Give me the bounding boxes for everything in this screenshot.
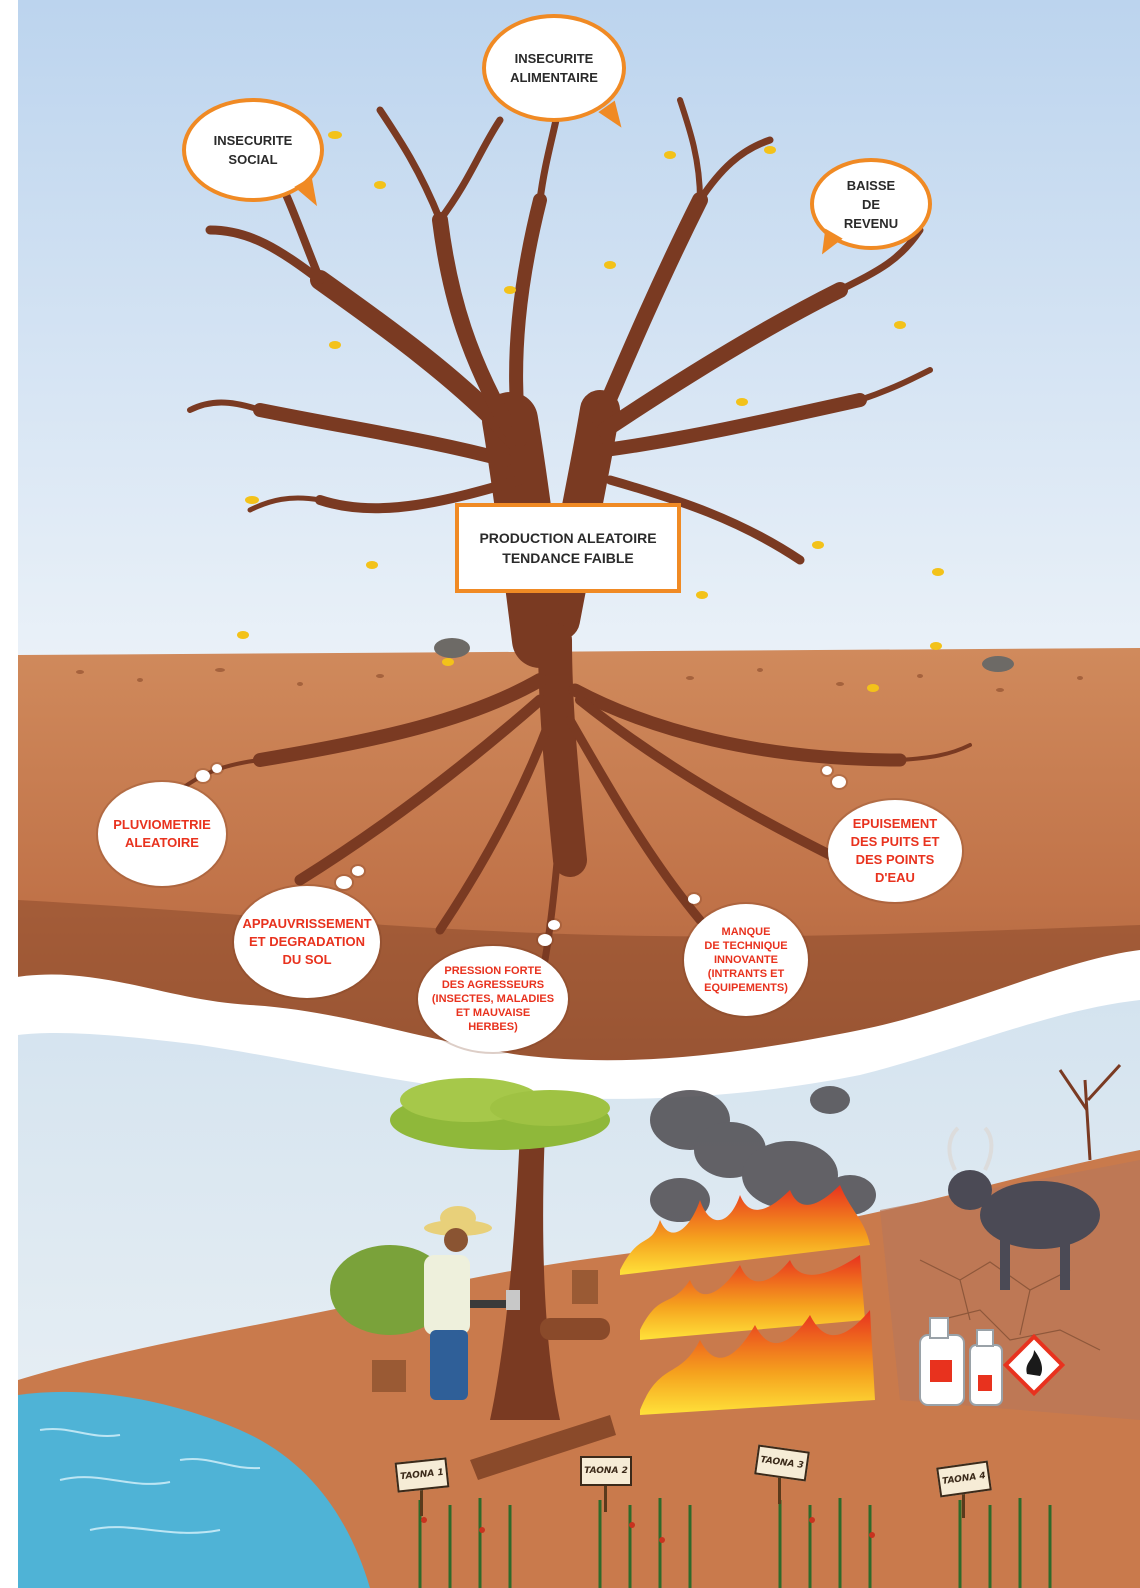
- river-ripples: [39, 1428, 261, 1534]
- plot-sign-2-label: TAONA 2: [584, 1466, 628, 1476]
- rock: [982, 656, 1014, 672]
- sign-post: [420, 1488, 423, 1516]
- falling-leaves: [237, 131, 944, 692]
- plot-sign-3-label: TAONA 3: [759, 1455, 805, 1471]
- thought-puff: [548, 920, 560, 930]
- sign-post: [604, 1484, 607, 1512]
- cause-pests-text: PRESSION FORTE DES AGRESSEURS (INSECTES,…: [431, 965, 555, 1033]
- central-problem-box: PRODUCTION ALEATOIRE TENDANCE FAIBLE: [455, 503, 681, 593]
- thought-puff: [832, 776, 846, 788]
- flammable-hazard-icon: [1002, 1333, 1066, 1397]
- plot-sign-1-label: TAONA 1: [399, 1467, 445, 1483]
- plot-sign-2: TAONA 2: [580, 1456, 632, 1486]
- thought-puff: [336, 876, 352, 889]
- cause-bubble-water: EPUISEMENT DES PUITS ET DES POINTS D'EAU: [828, 800, 962, 902]
- bush: [330, 1245, 450, 1335]
- consequence-income-text: BAISSE DE REVENU: [843, 177, 899, 231]
- cause-technique-text: MANQUE DE TECHNIQUE INNOVANTE (INTRANTS …: [704, 926, 788, 994]
- fallen-log: [470, 1415, 616, 1480]
- plot-sign-1: TAONA 1: [394, 1457, 450, 1493]
- dead-shrub: [1058, 1063, 1122, 1161]
- consequence-food-text: INSECURITE ALIMENTAIRE: [510, 51, 598, 85]
- consequence-bubble-food: INSECURITE ALIMENTAIRE: [482, 14, 626, 122]
- smoke-clouds: [650, 1086, 876, 1222]
- surface-pebbles: [76, 668, 1083, 692]
- thought-puff: [196, 770, 210, 782]
- consequence-social-text: INSECURITE SOCIAL: [213, 133, 293, 167]
- fallen-log: [540, 1318, 610, 1340]
- consequence-bubble-income: BAISSE DE REVENU: [810, 158, 932, 250]
- thought-puff: [688, 894, 700, 904]
- central-problem-text: PRODUCTION ALEATOIRE TENDANCE FAIBLE: [479, 530, 657, 566]
- torn-paper-divider: [0, 950, 1140, 1099]
- cause-soil-text: APPAUVRISSEMENT ET DEGRADATION DU SOL: [242, 916, 372, 967]
- tree-roots: [178, 623, 972, 964]
- tree-stump: [572, 1270, 598, 1304]
- ox: [947, 1126, 1100, 1290]
- chemical-container-icon: [919, 1317, 1003, 1406]
- earth-cracks: [919, 1259, 1101, 1351]
- river: [18, 1391, 370, 1588]
- cause-rainfall-text: PLUVIOMETRIE ALEATOIRE: [113, 817, 211, 850]
- tree-stump: [372, 1360, 406, 1392]
- plot-sign-4-label: TAONA 4: [941, 1471, 987, 1487]
- cause-bubble-pests: PRESSION FORTE DES AGRESSEURS (INSECTES,…: [418, 946, 568, 1052]
- crop-rows: [418, 1498, 1052, 1588]
- cause-bubble-rainfall: PLUVIOMETRIE ALEATOIRE: [98, 782, 226, 886]
- sign-post: [962, 1490, 965, 1518]
- cause-bubble-technique: MANQUE DE TECHNIQUE INNOVANTE (INTRANTS …: [684, 904, 808, 1016]
- cause-water-text: EPUISEMENT DES PUITS ET DES POINTS D'EAU: [850, 816, 940, 885]
- thought-puff: [822, 766, 832, 775]
- fire-flames: [620, 1185, 875, 1415]
- thought-puff: [538, 934, 552, 946]
- living-tree: [390, 1078, 610, 1420]
- crop-fruits: [421, 1517, 875, 1543]
- sign-post: [778, 1476, 781, 1504]
- thought-puff: [212, 764, 222, 773]
- rock: [434, 638, 470, 658]
- cause-bubble-soil: APPAUVRISSEMENT ET DEGRADATION DU SOL: [234, 886, 380, 998]
- thought-puff: [352, 866, 364, 876]
- consequence-bubble-social: INSECURITE SOCIAL: [182, 98, 324, 202]
- farmer-cutting-tree: [424, 1206, 520, 1400]
